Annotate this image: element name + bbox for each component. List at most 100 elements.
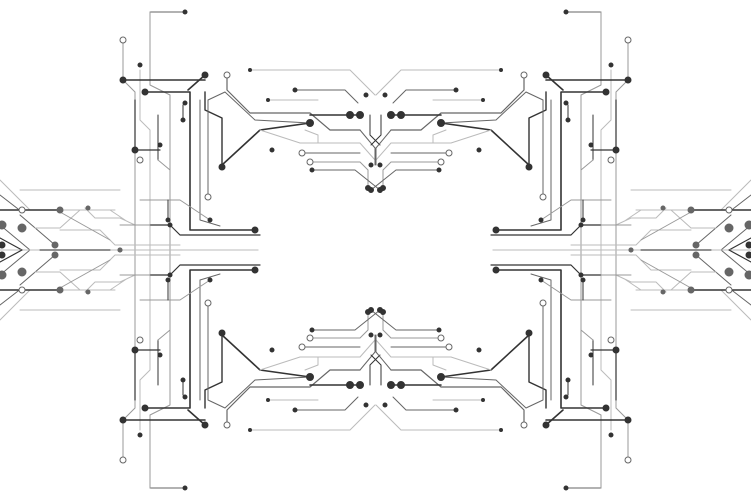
circuit-trace (728, 287, 751, 306)
circuit-trace (19, 254, 56, 286)
solder-pad (248, 68, 252, 72)
circuit-trace (530, 99, 552, 227)
solder-pad (368, 332, 374, 338)
solder-pad (724, 223, 734, 233)
solder-pad (131, 146, 139, 154)
via-hole (204, 299, 212, 307)
circuit-trace (0, 279, 126, 321)
via-hole (306, 158, 314, 166)
circuit-trace (199, 273, 221, 401)
circuit-trace (199, 99, 221, 227)
solder-pad (363, 402, 369, 408)
solder-pad (17, 267, 27, 277)
circuit-trace (695, 254, 732, 286)
solder-pad (588, 142, 594, 148)
solder-pad (309, 167, 315, 173)
solder-pad (377, 162, 383, 168)
solder-pad (578, 222, 584, 228)
circuit-trace (139, 279, 211, 301)
circuit-trace (204, 91, 223, 166)
solder-pad (117, 247, 123, 253)
circuit-trace (570, 254, 692, 271)
solder-pad (481, 398, 485, 402)
via-hole (437, 334, 445, 342)
solder-pad (602, 404, 610, 412)
solder-pad (499, 428, 503, 432)
via-hole (624, 36, 632, 44)
solder-pad (137, 62, 143, 68)
circuit-trace (59, 211, 111, 241)
solder-pad (201, 421, 209, 429)
solder-pad (525, 163, 533, 171)
via-hole (437, 158, 445, 166)
circuit-trace (392, 89, 457, 104)
solder-pad (692, 251, 700, 259)
circuit-trace (375, 339, 492, 371)
circuit-trace (0, 224, 31, 251)
via-hole (520, 421, 528, 429)
circuit-trace (157, 159, 171, 171)
circuit-trace (490, 224, 602, 236)
circuit-trace (545, 409, 564, 426)
circuit-trace (720, 224, 751, 251)
solder-pad (51, 251, 59, 259)
circuit-trace (359, 334, 376, 371)
solder-pad (492, 226, 500, 234)
circuit-trace (615, 274, 667, 293)
circuit-trace (432, 356, 447, 371)
circuit-trace (382, 161, 442, 186)
via-hole (204, 193, 212, 201)
solder-pad (612, 346, 620, 354)
circuit-trace (304, 356, 319, 371)
solder-pad (182, 485, 188, 491)
circuit-trace (309, 161, 369, 186)
circuit-trace (144, 269, 256, 409)
circuit-trace (0, 237, 23, 251)
circuit-trace (157, 329, 171, 341)
circuit-trace (207, 304, 311, 409)
circuit-trace (625, 279, 751, 321)
solder-pad (119, 416, 127, 424)
via-hole (136, 336, 144, 344)
via-hole (445, 149, 453, 157)
solder-pad (167, 222, 173, 228)
circuit-trace (540, 199, 612, 221)
solder-pad (368, 187, 374, 193)
circuit-trace (375, 404, 502, 431)
via-hole (298, 343, 306, 351)
circuit-trace (149, 264, 261, 276)
circuit-trace (615, 39, 629, 251)
solder-pad (687, 206, 695, 214)
circuit-trace (720, 249, 751, 276)
circuit-trace (304, 129, 319, 144)
solder-pad (182, 100, 188, 106)
circuit-trace (528, 91, 547, 166)
circuit-trace (370, 354, 382, 386)
circuit-trace (495, 91, 607, 231)
circuit-trace (226, 369, 361, 426)
circuit-quadrant-top-left (0, 9, 388, 253)
solder-pad (85, 289, 91, 295)
via-hole (725, 286, 733, 294)
solder-pad (476, 347, 482, 353)
circuit-trace (122, 249, 136, 461)
via-hole (119, 456, 127, 464)
solder-pad (542, 421, 550, 429)
via-hole (607, 156, 615, 164)
solder-pad (131, 346, 139, 354)
solder-pad (306, 373, 314, 381)
circuit-trace (84, 274, 136, 293)
circuit-trace (59, 229, 181, 246)
circuit-trace (311, 309, 381, 331)
solder-pad (565, 377, 571, 383)
solder-pad (251, 266, 259, 274)
solder-pad (563, 100, 569, 106)
via-hole (520, 71, 528, 79)
solder-pad (580, 277, 586, 283)
solder-pad (382, 92, 388, 98)
solder-pad (266, 98, 270, 102)
solder-pad (608, 432, 614, 438)
solder-pad (744, 270, 751, 280)
circuit-trace (540, 279, 612, 301)
circuit-trace (359, 129, 376, 166)
